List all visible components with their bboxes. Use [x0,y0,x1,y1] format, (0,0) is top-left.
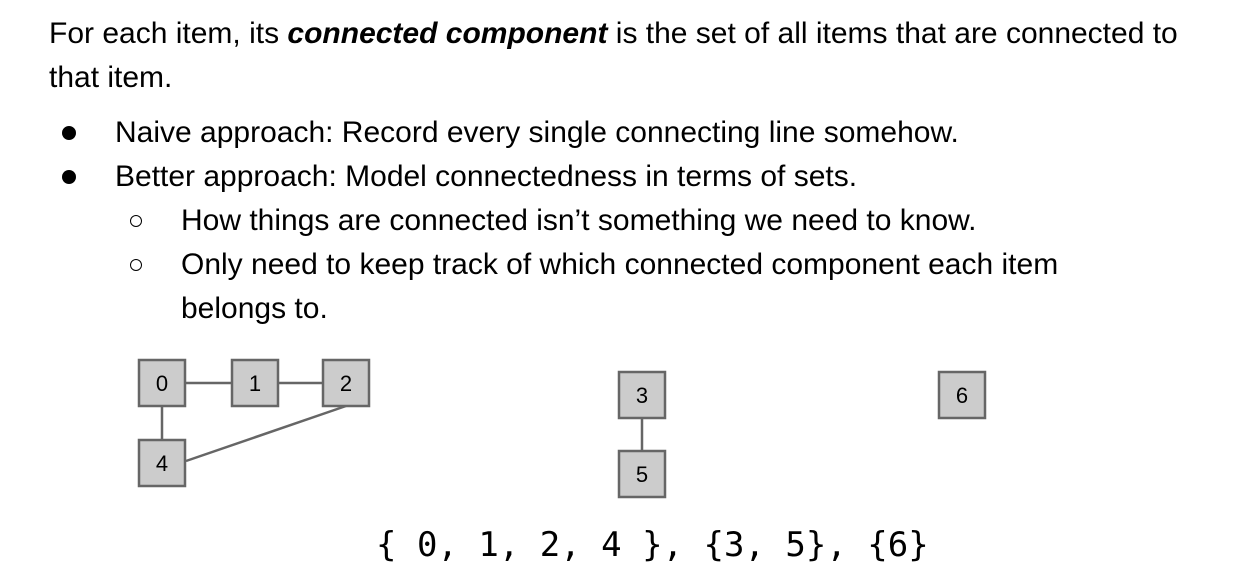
svg-text:0: 0 [156,371,168,396]
intro-paragraph: For each item, its connected component i… [49,12,1209,100]
svg-text:6: 6 [956,383,968,408]
svg-text:2: 2 [340,371,352,396]
intro-suffix: is the set of all items that are connect… [49,17,1178,94]
node-1: 1 [230,358,280,408]
edge-2-4 [185,404,347,463]
sub-bullet-continuation: belongs to. [181,292,328,325]
component-sets-label: { 0, 1, 2, 4 }, {3, 5}, {6} [376,525,929,565]
svg-text:4: 4 [156,451,168,476]
node-2: 2 [321,358,371,408]
sub-bullet-item: Only need to keep track of which connect… [181,248,1059,281]
svg-text:5: 5 [636,462,648,487]
node-6: 6 [937,370,987,420]
sub-bullet-circle-icon [130,215,142,227]
node-0: 0 [137,358,187,408]
node-5: 5 [617,449,667,499]
bullet-item: Naive approach: Record every single conn… [115,116,959,149]
svg-text:3: 3 [636,383,648,408]
sub-bullet-circle-icon [130,259,142,271]
sub-bullet-item: How things are connected isn’t something… [181,204,977,237]
intro-prefix: For each item, its [49,17,288,50]
node-4: 4 [137,438,187,488]
intro-emphasis: connected component [287,17,608,50]
bullet-dot-icon [62,170,76,184]
node-3: 3 [617,370,667,420]
svg-text:1: 1 [249,371,261,396]
bullet-item: Better approach: Model connectedness in … [115,160,858,193]
bullet-dot-icon [62,126,76,140]
